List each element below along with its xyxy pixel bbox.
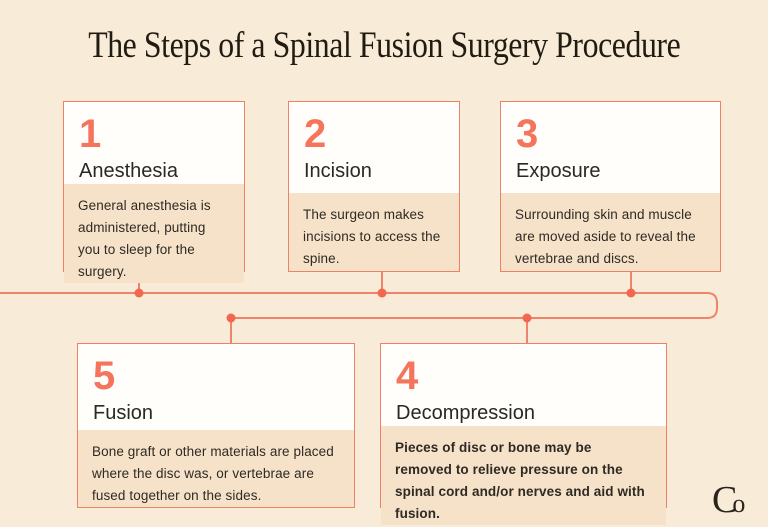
step-number: 5 <box>93 354 116 398</box>
step-card-3: 3 Exposure Surrounding skin and muscle a… <box>500 101 721 272</box>
step-number: 2 <box>304 112 327 156</box>
logo-letter-o: o <box>732 489 746 518</box>
step-card-head: 1 Anesthesia <box>64 102 244 184</box>
step-description: Surrounding skin and muscle are moved as… <box>501 193 720 271</box>
step-title: Anesthesia <box>79 160 178 182</box>
step-title: Fusion <box>93 402 154 424</box>
step-card-1: 1 Anesthesia General anesthesia is admin… <box>63 101 245 283</box>
brand-logo: Co <box>712 478 745 522</box>
step-title: Exposure <box>516 160 601 182</box>
logo-letter-c: C <box>712 479 738 521</box>
step-title: Incision <box>304 160 372 182</box>
step-card-head: 5 Fusion <box>78 344 354 430</box>
page-title: The Steps of a Spinal Fusion Surgery Pro… <box>87 25 681 66</box>
step-card-head: 3 Exposure <box>501 102 720 193</box>
step-description: The surgeon makes incisions to access th… <box>289 193 459 271</box>
step-description: Bone graft or other materials are placed… <box>78 430 354 507</box>
step-description: General anesthesia is administered, putt… <box>64 184 244 283</box>
step-number: 1 <box>79 112 102 156</box>
step-card-4: 4 Decompression Pieces of disc or bone m… <box>380 343 667 525</box>
step-card-head: 2 Incision <box>289 102 459 193</box>
step-description: Pieces of disc or bone may be removed to… <box>381 426 666 525</box>
connector-dot <box>134 288 636 323</box>
step-title: Decompression <box>396 402 535 424</box>
step-number: 4 <box>396 354 419 398</box>
step-number: 3 <box>516 112 539 156</box>
step-card-2: 2 Incision The surgeon makes incisions t… <box>288 101 460 272</box>
step-card-5: 5 Fusion Bone graft or other materials a… <box>77 343 355 508</box>
step-card-head: 4 Decompression <box>381 344 666 426</box>
